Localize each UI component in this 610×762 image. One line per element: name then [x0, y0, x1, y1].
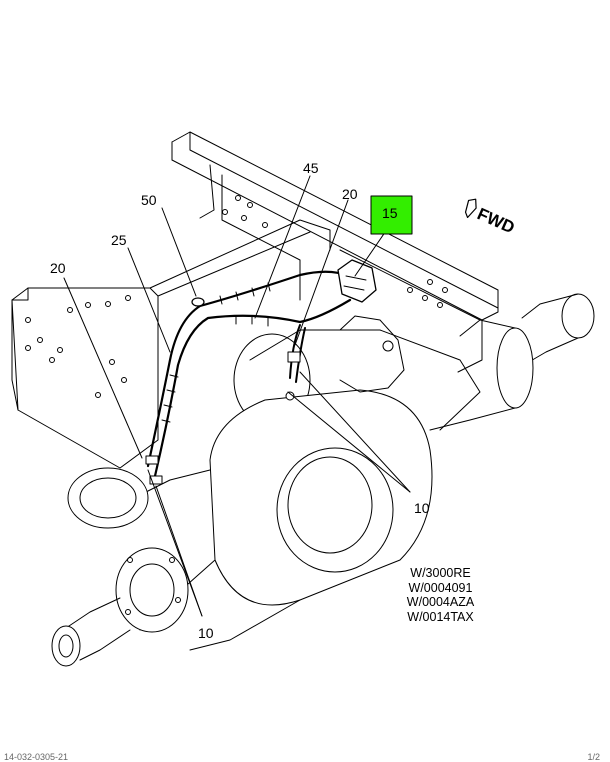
- left-frame-rail: [11, 219, 331, 469]
- note-line: W/3000RE: [410, 566, 471, 580]
- callout-15: 15: [382, 205, 398, 221]
- footer-ref: 14-032-0305-21: [4, 752, 69, 762]
- callout-50: 50: [141, 192, 157, 208]
- note-line: W/0004AZA: [406, 595, 475, 609]
- right-spindle: [429, 293, 595, 431]
- note-line: W/0004091: [408, 580, 473, 595]
- callout-20-left: 20: [50, 260, 66, 276]
- applicability-notes: W/3000RE W/0004091 W/0004AZA W/0014TAX: [388, 566, 493, 624]
- footer-page: 1/2: [587, 752, 600, 762]
- fwd-label: FWD: [474, 204, 517, 237]
- wiring-harness: [145, 259, 377, 485]
- callout-20-top: 20: [342, 186, 358, 202]
- callout-10-bottom: 10: [198, 625, 214, 641]
- fwd-arrow-icon: [464, 198, 477, 219]
- leader-lines: [63, 175, 411, 617]
- callout-25: 25: [111, 232, 127, 248]
- callout-45: 45: [303, 160, 319, 176]
- callout-10-right: 10: [414, 500, 430, 516]
- frame-crossmember: [171, 131, 499, 373]
- highlight-box-15: [370, 195, 413, 235]
- left-spindle: [51, 467, 189, 667]
- note-line: W/0014TAX: [407, 609, 474, 624]
